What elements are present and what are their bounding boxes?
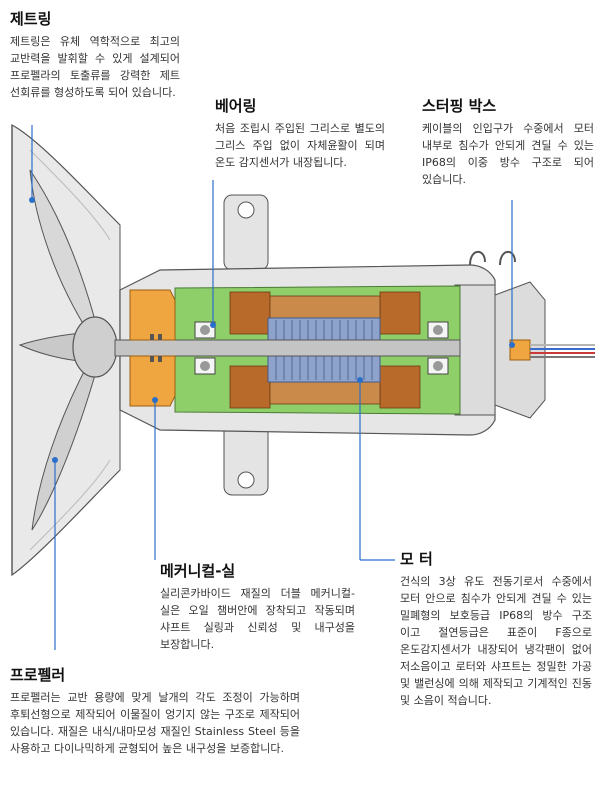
propeller-label: 프로펠러 프로펠러는 교반 용량에 맞게 날개의 각도 조정이 가능하며 후퇴선… [10,664,300,757]
leader-lines [31,125,513,650]
propeller-shape [18,169,118,531]
motor-label: 모 터 건식의 3상 유도 전동기로서 수중에서 모터 안으로 침수가 안되게 … [400,548,592,709]
jet-ring-title: 제트링 [10,10,52,28]
mounting-bracket-top [223,194,269,271]
jet-ring-label: 제트링 제트링은 유체 역학적으로 최고의 교반력을 발휘할 수 있게 설계되어… [10,8,180,101]
shaft [114,339,461,357]
mechanical-seal-label: 메커니컬-실 실리콘카바이드 재질의 더블 메커니컬-실은 오일 챔버안에 장착… [160,560,355,653]
propeller-title: 프로펠러 [10,666,66,684]
bearing-rear [427,321,449,375]
mechanical-seal-desc: 실리콘카바이드 재질의 더블 메커니컬-실은 오일 챔버안에 장착되고 작동되며… [160,587,355,651]
bearing-front [194,321,216,375]
bearing-desc: 처음 조립시 주입된 그리스로 별도의 그리스 주입 없이 자체윤활이 되며 온… [215,122,385,169]
stuffing-box-desc: 케이블의 인입구가 수중에서 모터 내부로 침수가 안되게 견딜 수 있는 IP… [422,122,594,186]
bearing-title: 베어링 [215,97,257,115]
power-cable [530,344,595,358]
stuffing-box-label: 스터핑 박스 케이블의 인입구가 수중에서 모터 내부로 침수가 안되게 견딜 … [422,95,594,188]
stuffing-box-title: 스터핑 박스 [422,97,497,115]
jet-ring-desc: 제트링은 유체 역학적으로 최고의 교반력을 발휘할 수 있게 설계되어 프로펠… [10,35,180,99]
lifting-hook [469,250,516,266]
leader-dots [29,197,515,463]
bearing-label: 베어링 처음 조립시 주입된 그리스로 별도의 그리스 주입 없이 자체윤활이 … [215,95,385,171]
motor-desc: 건식의 3상 유도 전동기로서 수중에서 모터 안으로 침수가 안되게 견딜 수… [400,575,592,707]
mechanical-seal-shape [129,289,176,407]
motor-title: 모 터 [400,550,433,568]
propeller-desc: 프로펠러는 교반 용량에 맞게 날개의 각도 조정이 가능하며 후퇴선형으로 제… [10,691,300,755]
mechanical-seal-title: 메커니컬-실 [160,562,236,580]
